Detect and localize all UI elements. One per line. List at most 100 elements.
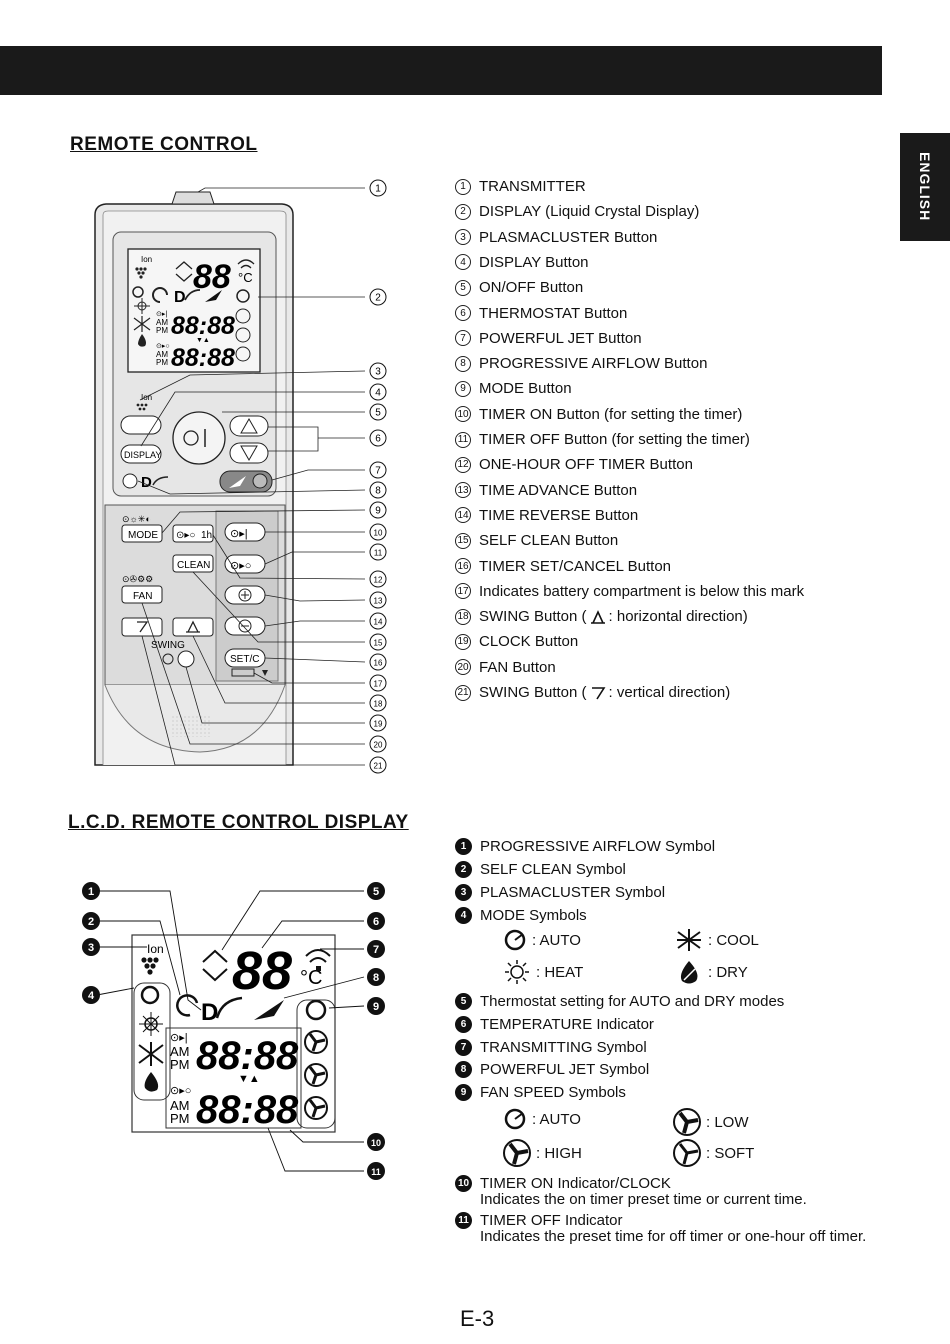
language-tab: ENGLISH — [900, 133, 950, 241]
callout-number: 16 — [455, 558, 471, 574]
lcd-callout-circle — [367, 1133, 385, 1151]
fan-low-icon — [673, 1108, 701, 1136]
lcd-callout-circle — [82, 882, 100, 900]
remote-callout-circle — [369, 179, 387, 197]
remote-callout-label: 14 — [374, 618, 383, 627]
remote-timer-on-digits: 88:88 — [171, 312, 235, 340]
remote-callout-label: 8 — [375, 486, 381, 497]
svg-text:Ion: Ion — [141, 393, 152, 402]
svg-text:⊙▸|: ⊙▸| — [170, 1032, 188, 1044]
lcd-legend-label: TEMPERATURE Indicator — [480, 1016, 654, 1033]
lcd-callout-circle — [367, 912, 385, 930]
svg-text:PM: PM — [156, 326, 168, 335]
lcd-callout-circle — [367, 997, 385, 1015]
fan-high-item: : HIGH — [502, 1138, 582, 1168]
callout-number: 4 — [455, 254, 471, 271]
remote-callout-label: 21 — [374, 762, 383, 771]
svg-text:CLEAN: CLEAN — [177, 560, 210, 571]
remote-callout-circle — [369, 362, 387, 380]
remote-callout-label: 18 — [374, 700, 383, 709]
svg-text:PM: PM — [170, 1057, 190, 1072]
callout-number: 9 — [455, 1084, 472, 1101]
callout-number: 2 — [455, 861, 472, 878]
timer-on-description: Indicates the on timer preset time or cu… — [480, 1191, 807, 1208]
svg-text:⊙✇⚙⚙: ⊙✇⚙⚙ — [122, 574, 153, 584]
remote-callout-circle — [369, 591, 387, 609]
on-off-button — [172, 411, 226, 465]
remote-callout-label: 19 — [374, 720, 383, 729]
lcd-callout-label: 9 — [373, 1001, 379, 1013]
remote-legend-label: TIME ADVANCE Button — [479, 481, 638, 499]
remote-callout-circle — [369, 543, 387, 561]
lcd-display-title: L.C.D. REMOTE CONTROL DISPLAY — [68, 812, 409, 833]
lcd-timer-off-digits: 88:88 — [196, 1088, 299, 1132]
fan-auto-item: : AUTO — [502, 1107, 581, 1131]
remote-control-title: REMOTE CONTROL — [70, 134, 258, 155]
callout-number: 8 — [455, 355, 471, 372]
lcd-legend-label: PROGRESSIVE AIRFLOW Symbol — [480, 838, 716, 855]
callout-number: 7 — [455, 1039, 472, 1056]
svg-text:PM: PM — [156, 358, 168, 367]
mode-auto-item: : AUTO — [502, 928, 581, 952]
remote-callout-circle — [369, 694, 387, 712]
swing-vertical-button — [121, 617, 163, 637]
remote-legend-label: MODE Button — [479, 380, 572, 398]
remote-celsius: °C — [238, 270, 253, 285]
mode-heat-item: : HEAT — [502, 960, 583, 984]
callout-number: 10 — [455, 1175, 472, 1192]
remote-callout-label: 16 — [374, 659, 383, 668]
lcd-callout-circle — [82, 986, 100, 1004]
remote-legend-label: THERMOSTAT Button — [479, 304, 628, 322]
thermostat-down-button — [229, 442, 269, 464]
svg-text:AM: AM — [170, 1098, 190, 1113]
callout-number: 6 — [455, 305, 471, 321]
lcd-display-illustration: Ion 88 °C D ⊙▸| AM PM 88:88 ▼▲ ⊙▸○ AM PM… — [82, 882, 385, 1180]
callout-number: 1 — [455, 838, 472, 855]
remote-callout-label: 12 — [374, 576, 383, 585]
lcd-callout-circle — [367, 940, 385, 958]
remote-callout-circle — [369, 461, 387, 479]
callout-number: 14 — [455, 507, 471, 524]
callout-number: 9 — [455, 380, 471, 397]
callout-number: 11 — [455, 431, 471, 448]
callout-number: 6 — [455, 1016, 472, 1033]
callout-number: 4 — [455, 907, 472, 924]
lcd-callout-label: 1 — [88, 886, 94, 898]
fan-soft-icon — [673, 1139, 701, 1167]
remote-legend-label: ON/OFF Button — [479, 279, 584, 297]
svg-text:⊙▸○: ⊙▸○ — [230, 560, 251, 572]
remote-callout-circle — [369, 523, 387, 541]
lcd-legend-item: 6 TEMPERATURE Indicator — [455, 1016, 654, 1033]
lcd-callout-label: 10 — [371, 1138, 381, 1148]
svg-text:▼▲: ▼▲ — [238, 1073, 260, 1085]
lcd-legend-label: TIMER OFF Indicator — [480, 1212, 623, 1229]
lcd-legend-label: POWERFUL JET Symbol — [480, 1061, 650, 1078]
lcd-callout-label: 7 — [373, 944, 379, 956]
swing-vertical-icon — [591, 686, 605, 699]
remote-legend-label: POWERFUL JET Button — [479, 329, 642, 347]
lcd-callout-label: 8 — [373, 972, 379, 984]
svg-text:AM: AM — [170, 1044, 190, 1059]
svg-text:1h: 1h — [201, 530, 212, 541]
svg-text:SWING: SWING — [151, 640, 185, 651]
callout-number: 10 — [455, 406, 471, 423]
remote-callout-circle — [369, 288, 387, 306]
remote-callout-circle — [369, 501, 387, 519]
plasmacluster-button — [120, 415, 162, 435]
remote-legend-item: 9 MODE Button — [455, 380, 572, 397]
timer-off-description: Indicates the preset time for off timer … — [480, 1228, 867, 1245]
transmitter — [171, 191, 215, 205]
